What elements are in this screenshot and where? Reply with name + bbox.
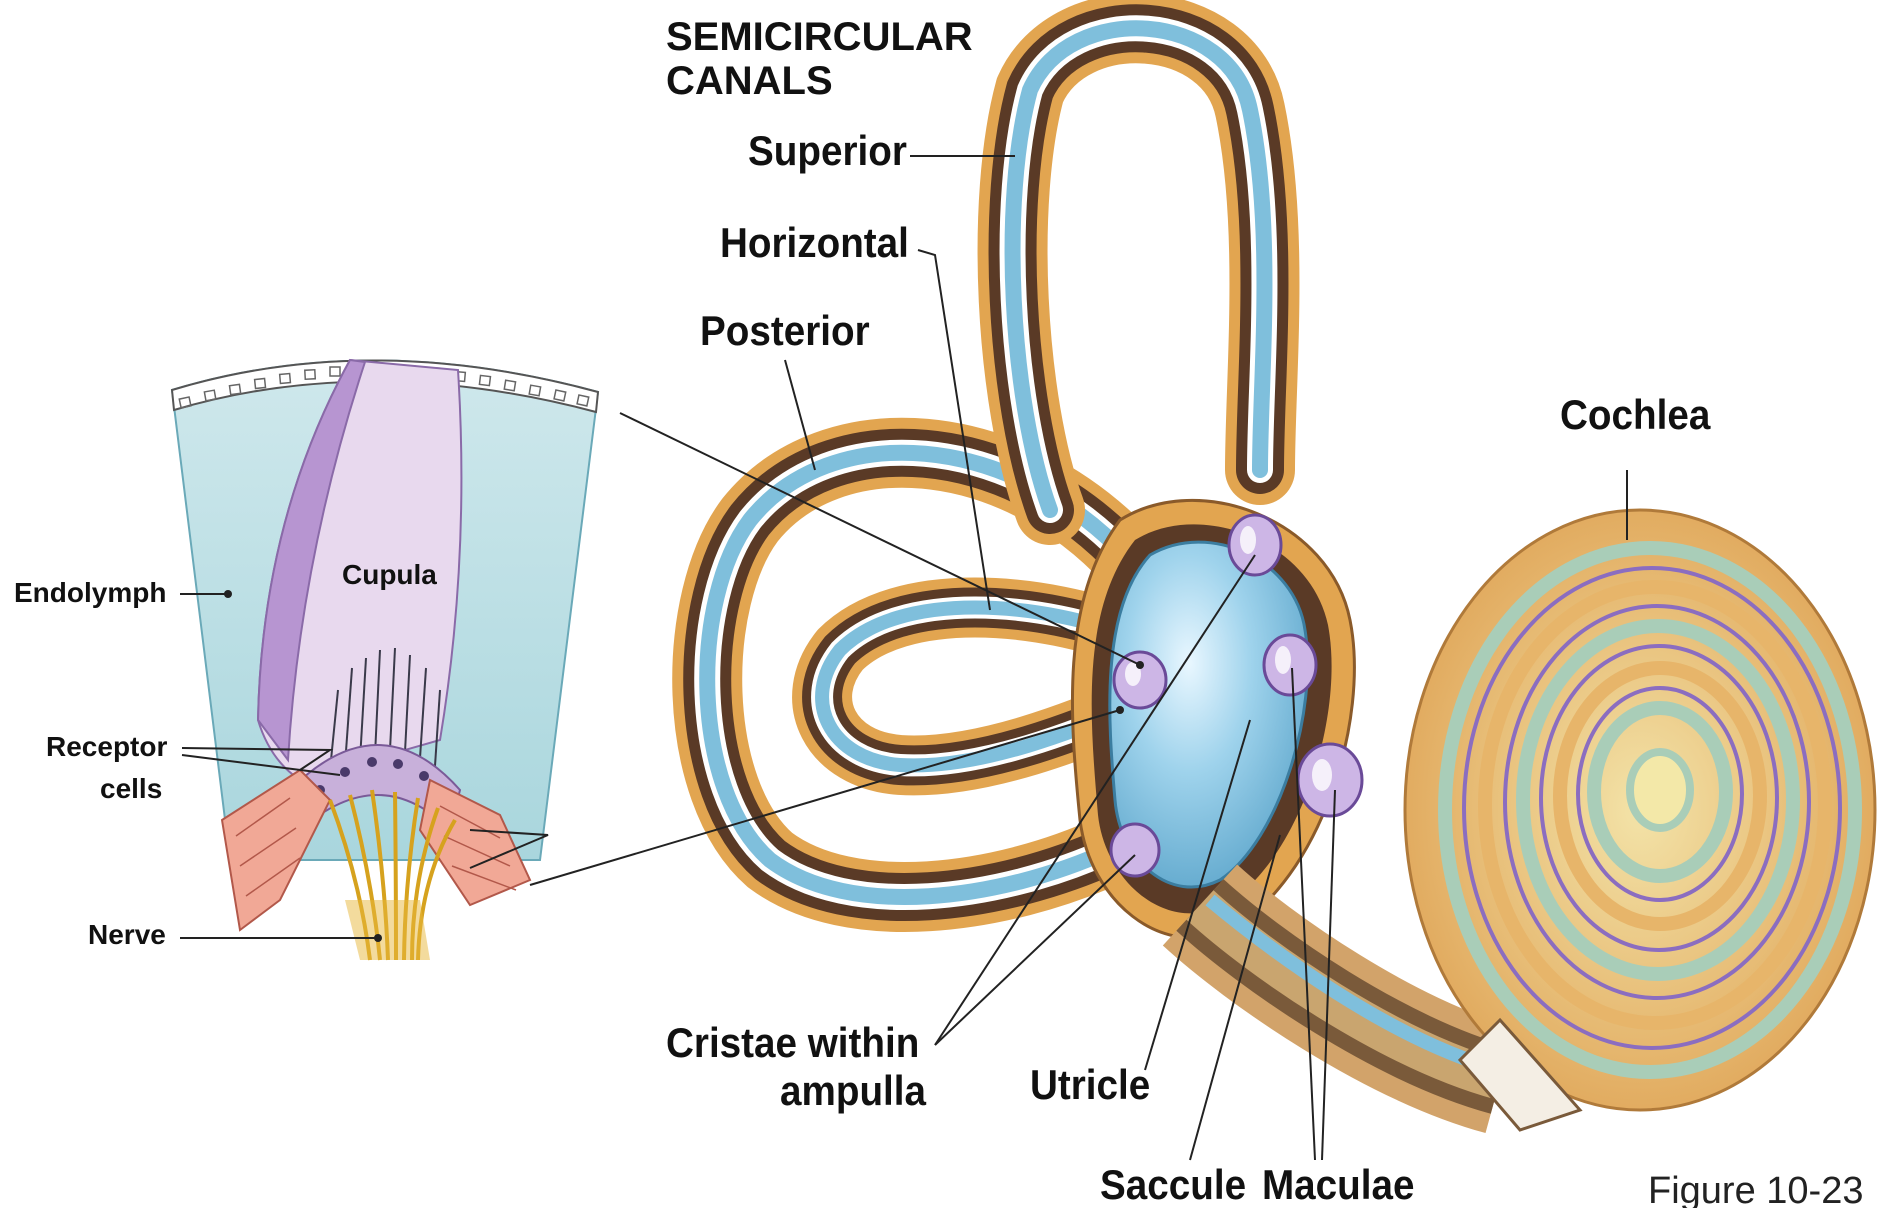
title-line-1: SEMICIRCULAR [666,16,973,58]
title-line-2: CANALS [666,60,833,102]
label-cochlea: Cochlea [1560,392,1710,438]
label-superior: Superior [748,128,907,174]
label-posterior: Posterior [700,308,870,354]
label-nerve: Nerve [88,920,166,951]
label-endolymph: Endolymph [14,578,166,609]
label-receptor-line-2: cells [100,774,162,805]
label-maculae: Maculae [1262,1162,1414,1208]
figure-number: Figure 10-23 [1648,1170,1863,1208]
label-receptor-line-1: Receptor [46,732,167,763]
label-cupula: Cupula [342,560,437,591]
label-cristae-line-2: ampulla [780,1068,926,1114]
label-horizontal: Horizontal [720,220,909,266]
crista-section [172,360,598,960]
label-utricle: Utricle [1030,1062,1150,1108]
label-cristae-line-1: Cristae within [666,1020,919,1066]
labyrinth [707,28,1500,1080]
label-saccule: Saccule [1100,1162,1246,1208]
